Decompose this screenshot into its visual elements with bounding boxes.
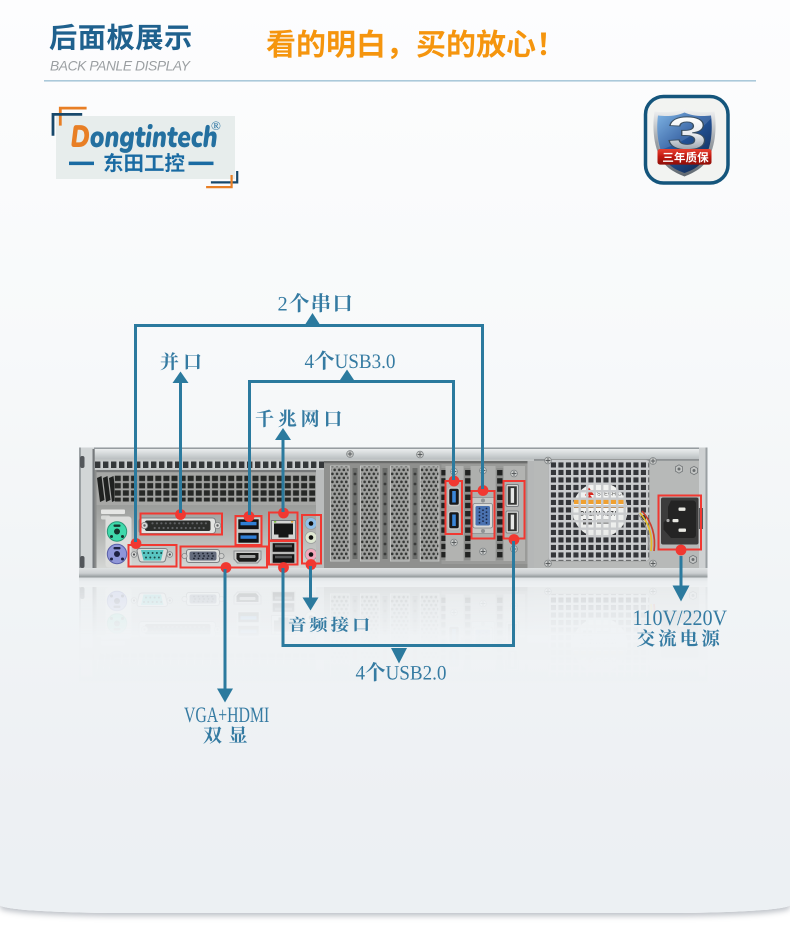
svg-text:®: ® (211, 118, 221, 133)
svg-text:BACK PANLE DISPLAY: BACK PANLE DISPLAY (50, 59, 192, 74)
